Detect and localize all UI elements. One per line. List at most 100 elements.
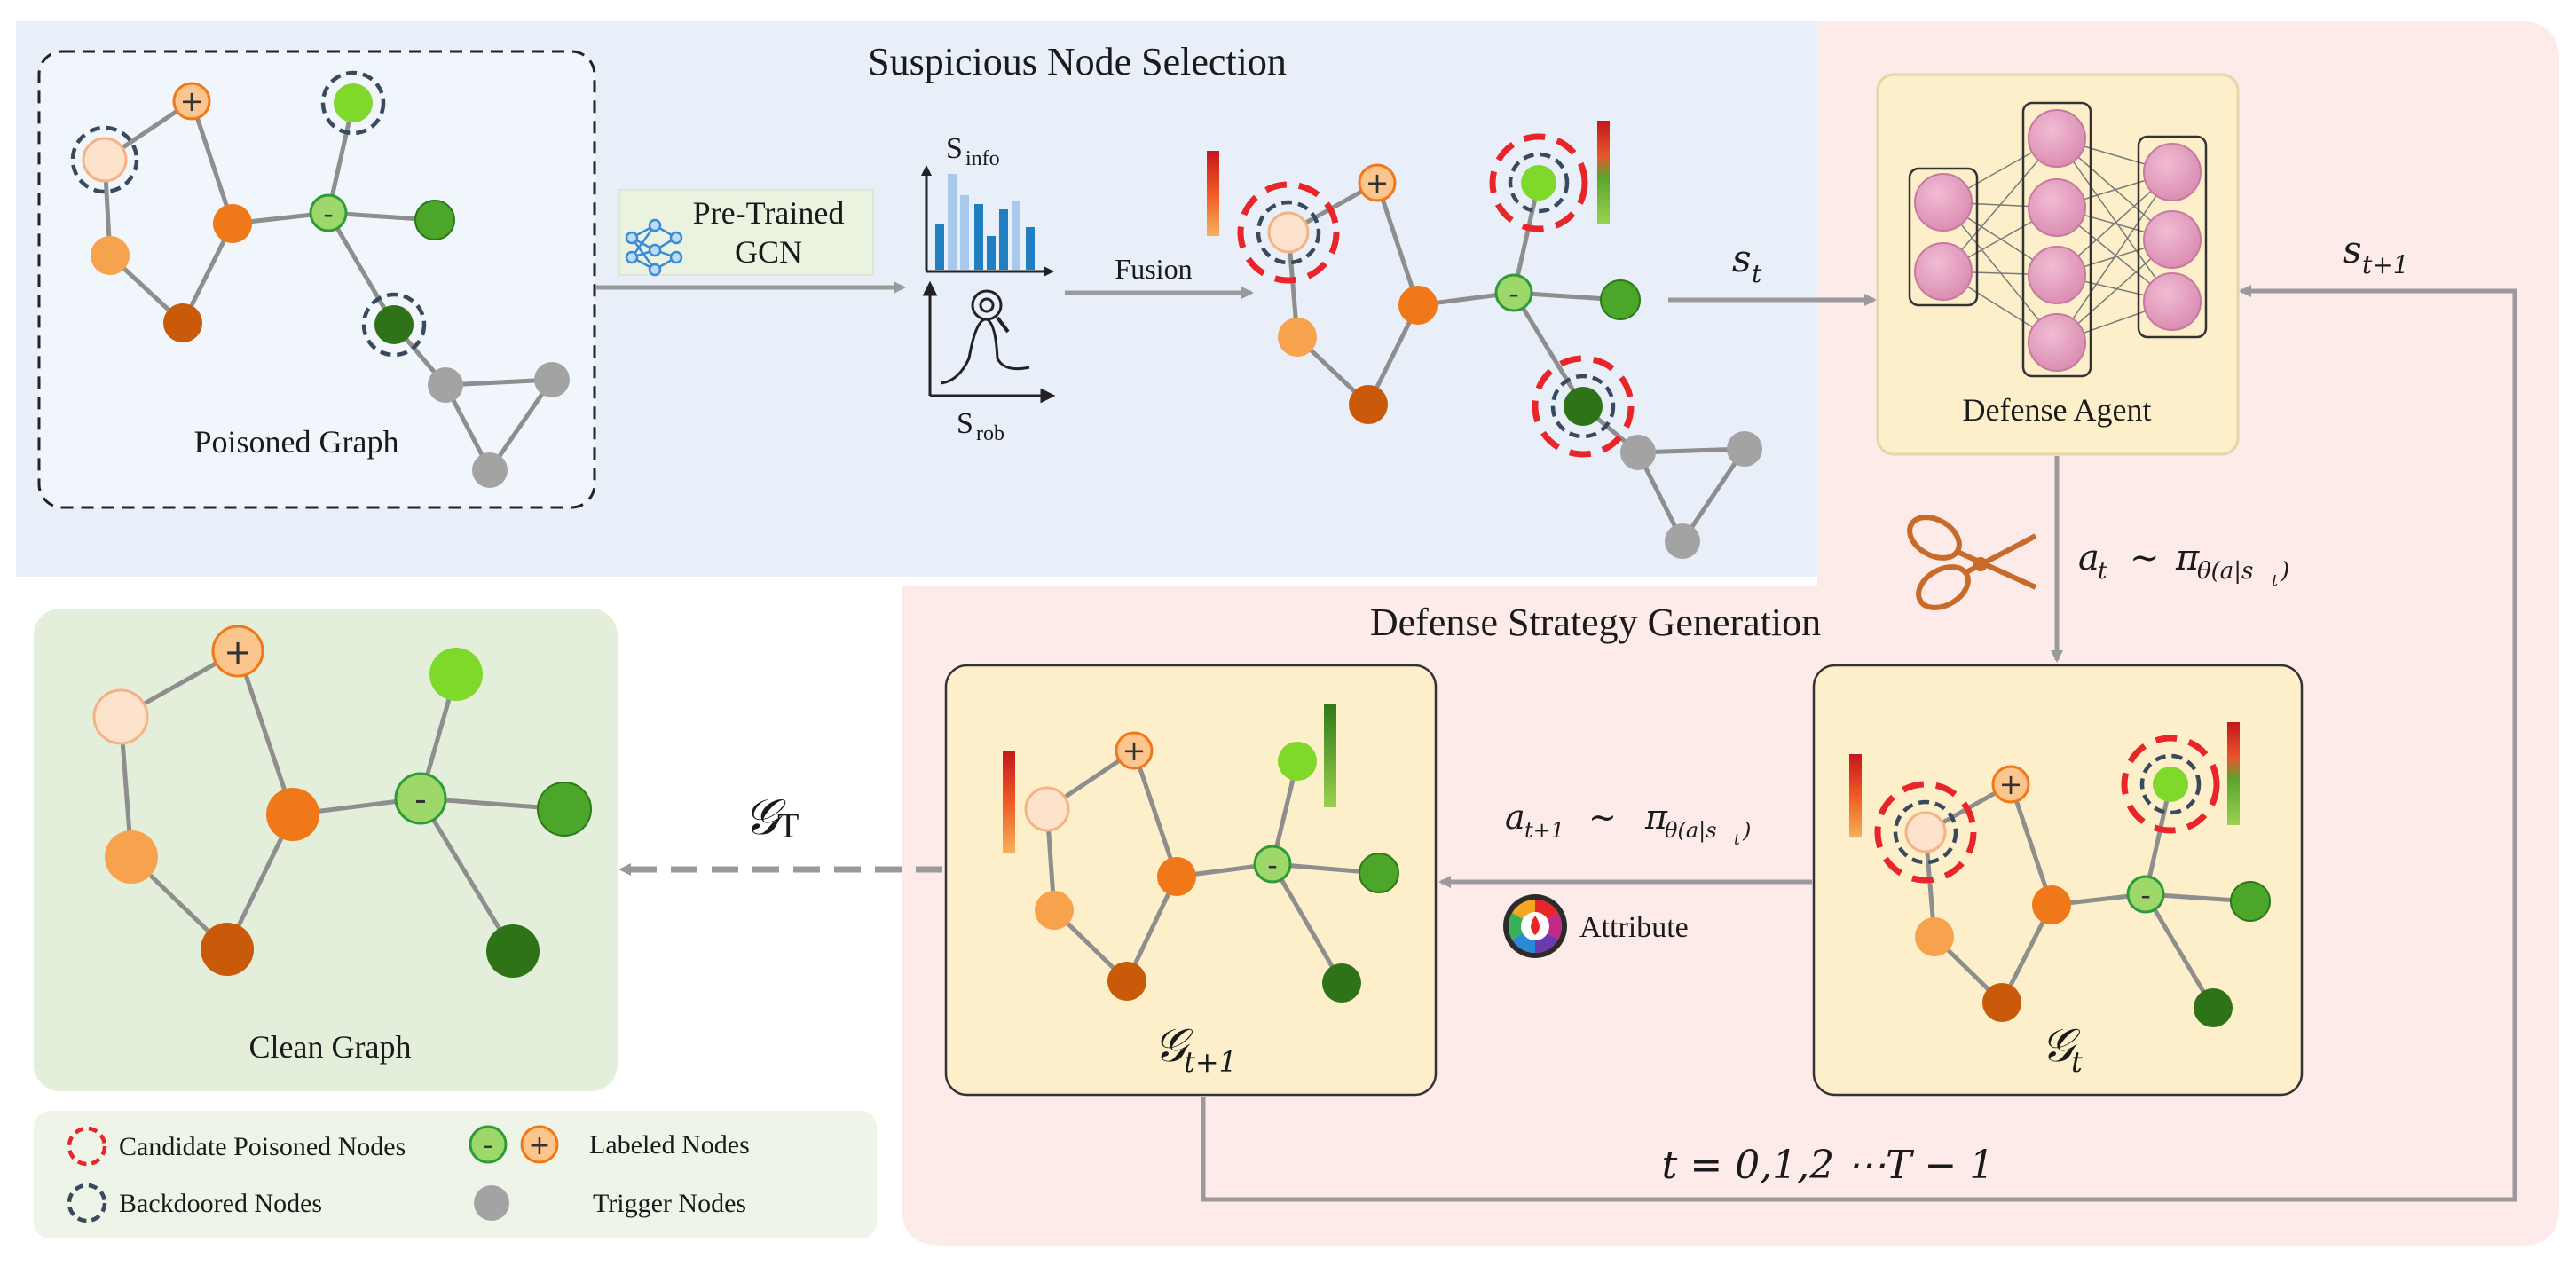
plus-sign: + [1999,767,2023,801]
graph-gt1-nodes: + - [1003,704,1399,1003]
pi-sub-inner: t [2272,571,2279,590]
graph-node [2032,885,2071,924]
graph-node [211,625,264,678]
score-bar [1003,751,1015,853]
minus-sign: - [323,197,334,231]
graph-node [1982,983,2021,1022]
graph-node [1915,917,1954,956]
graph-node [163,303,202,342]
clean-graph-label: Clean Graph [249,1029,412,1065]
s-rob-text: S [957,407,973,440]
bar-chart-icon [921,165,1054,277]
g-t1-sub: t+1 [1184,1045,1237,1079]
plus-sign: + [1123,734,1146,767]
score-bar [1849,754,1862,837]
score-bar [2227,722,2240,825]
score-bar [1207,151,1219,236]
graph-node [2194,988,2233,1027]
s-t1-label: s t+1 [2343,228,2409,279]
trigger-node [472,452,508,488]
plus-sign: + [528,1130,550,1161]
graph-node [1349,385,1388,424]
pi: π [2175,538,2200,578]
tilde: ∼ [1588,798,1617,837]
s-info-sub: info [965,147,1000,170]
a-t-text: a [2078,538,2099,578]
trigger-legend-icon [474,1185,509,1221]
graph-node [172,82,211,121]
g-t-sub: t [2071,1045,2083,1079]
graph-node [1358,163,1397,202]
s-rob-label: S rob [957,407,1004,445]
loop-line [1201,1097,2085,1202]
trigger-node [534,362,570,397]
graph-node [394,772,447,825]
graph-node [537,782,592,837]
minus-sign: - [484,1130,493,1161]
graph-node [1107,962,1146,1001]
scored-graph-nodes: + - [1207,121,1762,559]
neural-network-icon [1908,101,2208,378]
backdoor-ring [2139,753,2202,815]
backdoor-ring [1508,152,1570,214]
a-t1-text: a [1505,798,1525,837]
minus-sign: - [1509,277,1519,311]
pi: π [1644,798,1668,837]
graph-node [1359,853,1399,893]
graph-node [2153,767,2188,802]
plus-legend-icon [520,1125,559,1164]
s-t-text: s [1732,237,1752,280]
strategy-title: Defense Strategy Generation [1370,601,1821,644]
time-range-label: t = 0,1,2 ⋯T − 1 [1662,1143,1995,1188]
legend-labeled: Labeled Nodes [589,1130,750,1160]
graph-node [1278,742,1317,781]
pi-sub: θ(a|s [2197,558,2253,585]
graph-node [1278,318,1317,357]
graph-node [1115,731,1154,770]
backdoor-legend-icon [67,1183,107,1223]
attribute-label: Attribute [1579,911,1689,944]
pretrained-gcn-box [618,189,874,276]
candidate-legend-icon [67,1126,107,1167]
candidate-ring [2121,735,2220,834]
minus-legend-icon [469,1125,508,1164]
trigger-node [1727,431,1762,467]
plus-sign: + [180,84,204,118]
g-T-sub: T [777,806,799,845]
score-bar [1324,704,1336,807]
graph-node [1494,273,1533,312]
graph-node [1398,286,1438,325]
graph-node [213,204,252,243]
poisoned-graph-label: Poisoned Graph [194,424,399,460]
graph-node [82,137,128,183]
s-rob-sub: rob [976,422,1004,445]
graph-node [2126,875,2165,914]
graph-node [1024,786,1070,832]
fusion-label: Fusion [1115,253,1192,285]
defense-agent-label: Defense Agent [1963,392,2152,428]
s-info-text: S [946,132,963,165]
minus-sign: - [414,780,427,819]
clean-graph-panel [34,609,618,1091]
backdoor-ring [70,125,139,194]
graph-node [334,83,373,122]
candidate-ring [1237,181,1340,284]
graph-node [486,924,540,978]
policy-at-label: a t ∼ π θ(a|s t ) [2078,538,2289,590]
graph-node [1322,963,1361,1003]
color-wheel-icon [1503,894,1567,958]
s-info-label: S info [946,132,1000,170]
minus-sign: - [1267,848,1278,882]
graph-node [414,200,455,240]
legend: Candidate Poisoned Nodes Backdoored Node… [67,1125,750,1223]
pi-sub-close: ) [2280,558,2289,585]
trigger-node [1620,435,1656,470]
graph-node [1991,765,2030,804]
tilde: ∼ [2130,538,2160,578]
neural-network-icon [625,218,683,277]
pi-sub: θ(a|s [1665,818,1717,844]
gcn-label: GCN [735,234,802,270]
pi-sub-inner: t [1734,831,1740,849]
magnifier-icon [922,280,1056,404]
